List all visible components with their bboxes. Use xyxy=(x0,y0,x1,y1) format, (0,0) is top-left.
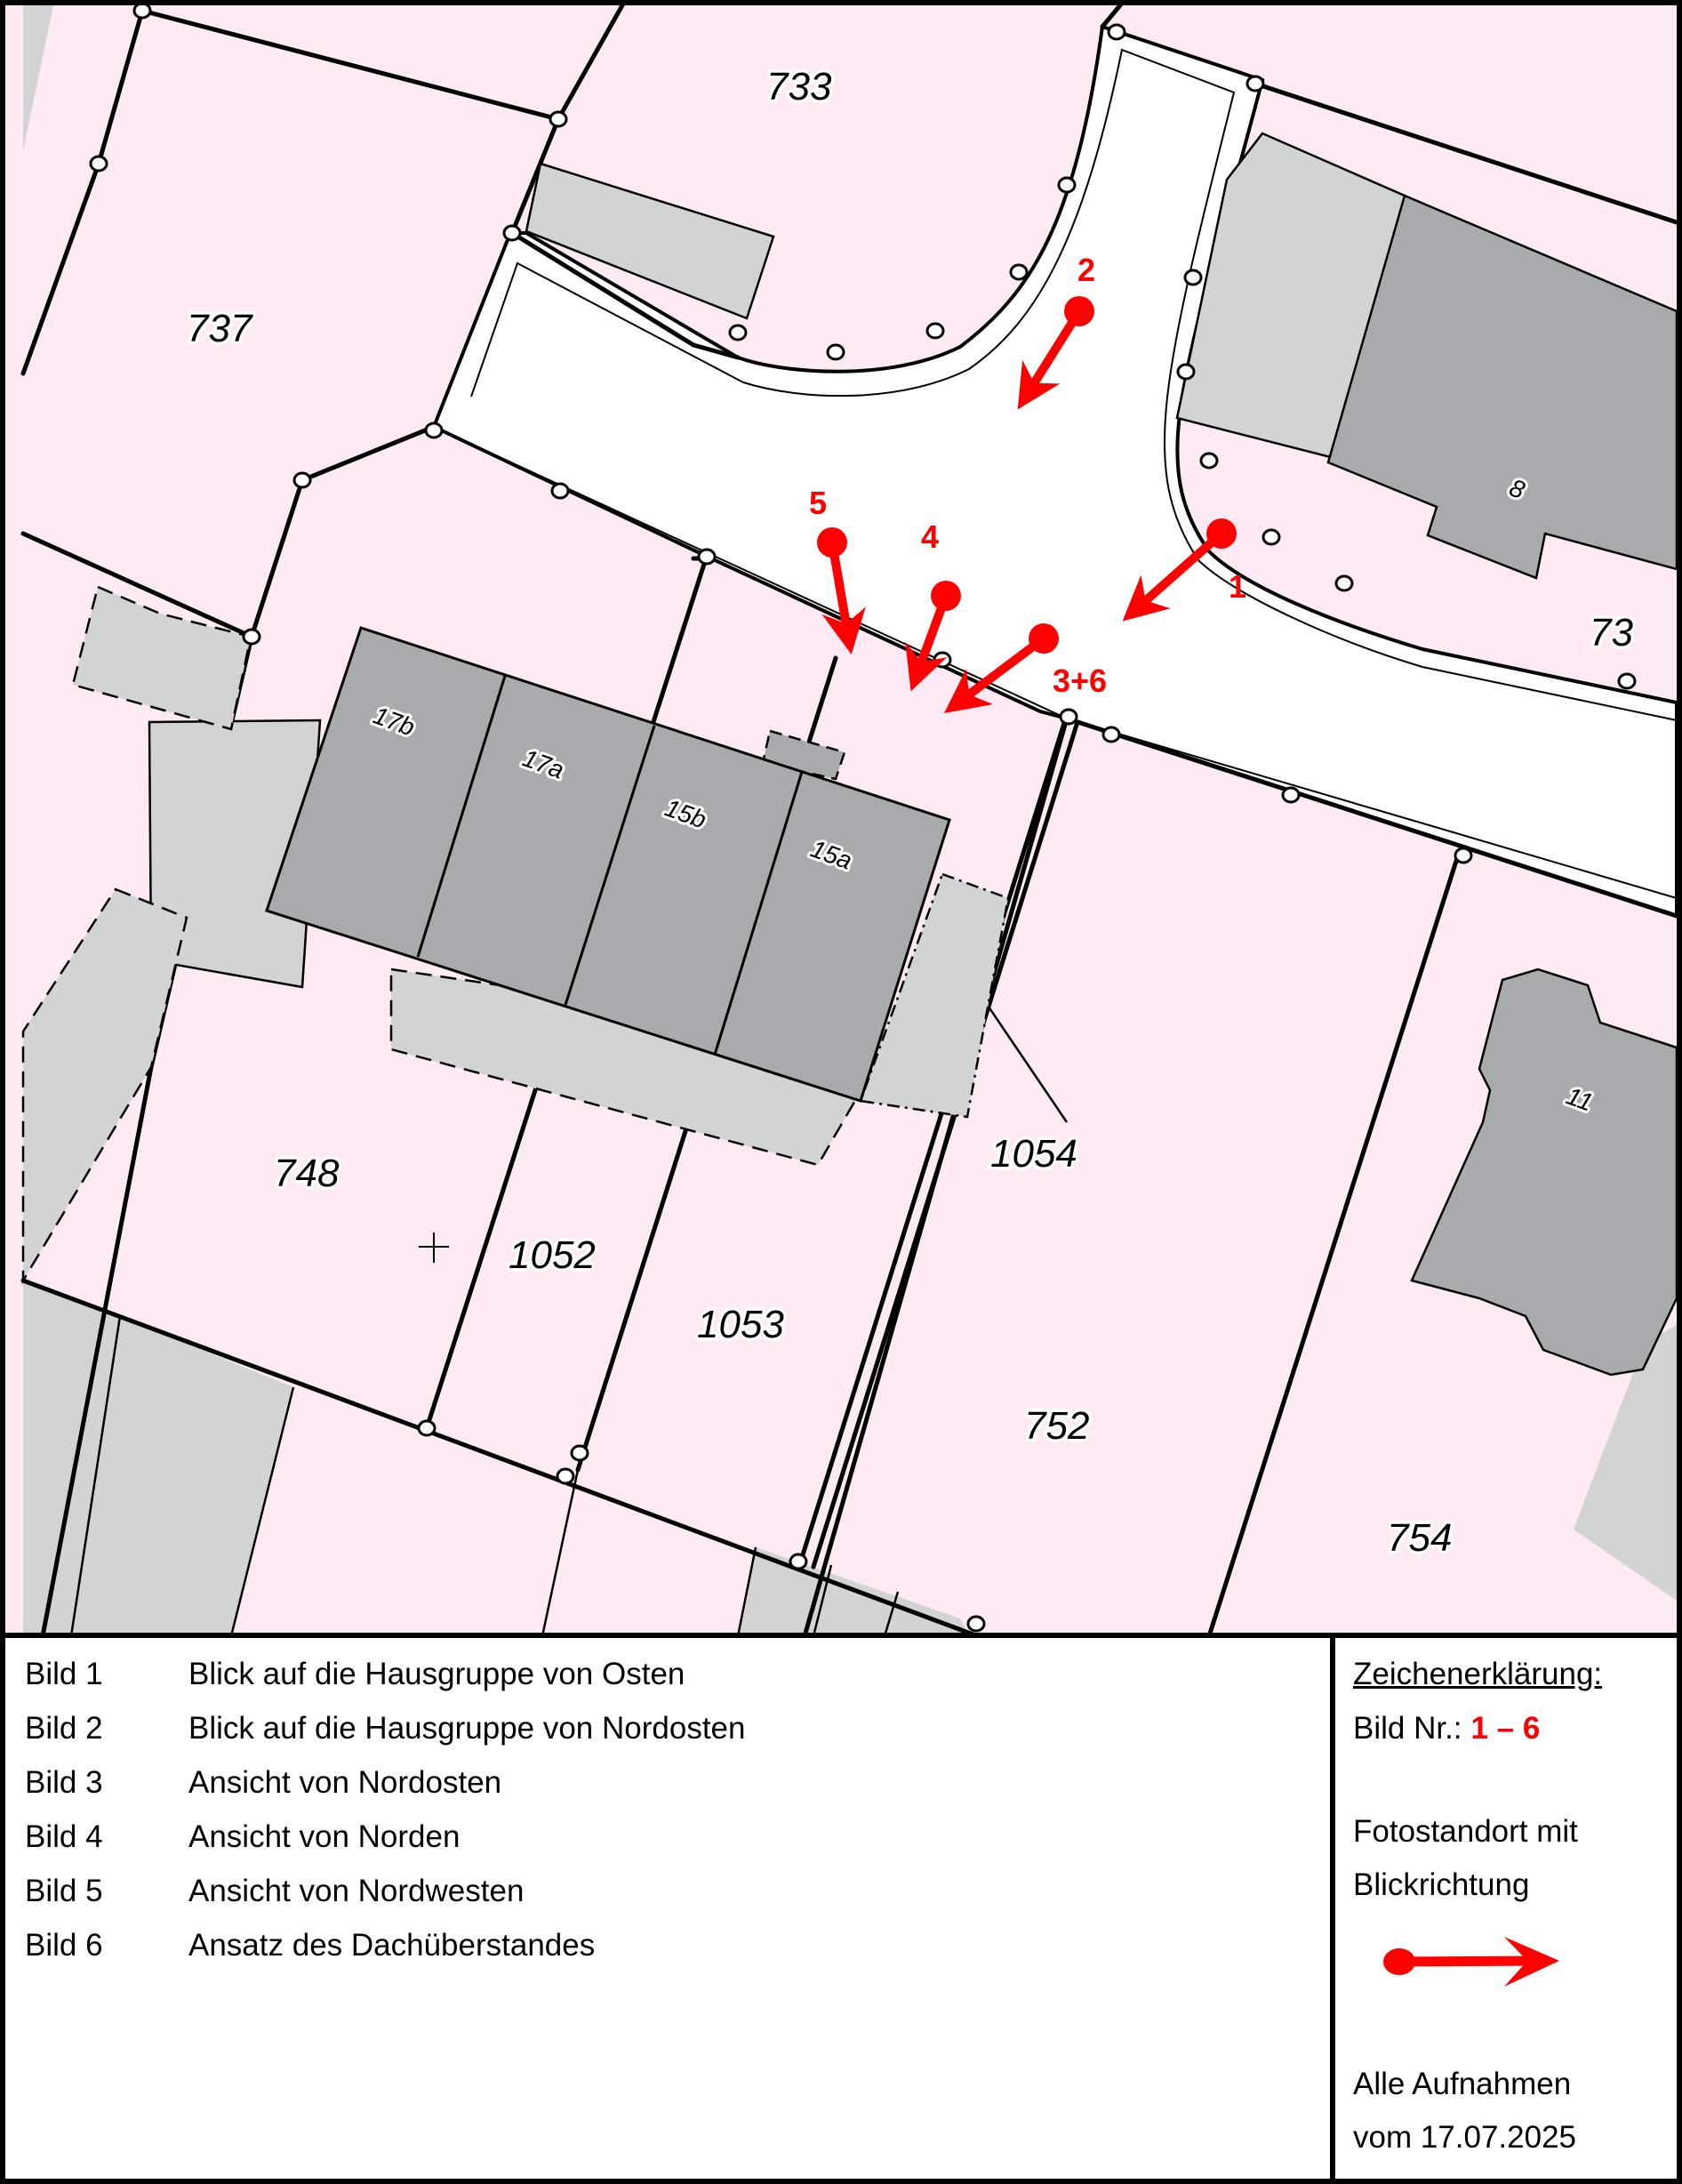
photo-label: 4 xyxy=(921,518,939,555)
legend-desc-line: Fotostandort mit xyxy=(1353,1814,1578,1849)
caption-text: Ansicht von Nordosten xyxy=(188,1764,502,1800)
caption-number: Bild 5 xyxy=(25,1873,103,1908)
map-legend: Zeichenerklärung: Bild Nr.: 1 – 6 Fotost… xyxy=(1353,1647,1673,2156)
parcel-number: 737 xyxy=(187,307,253,350)
photo-label: 5 xyxy=(809,485,827,521)
parcel-number: 733 xyxy=(766,65,832,108)
caption-text: Blick auf die Hausgruppe von Osten xyxy=(188,1656,685,1691)
photo-label: 2 xyxy=(1077,252,1095,288)
legend-bild-nr-range: 1 – 6 xyxy=(1470,1710,1541,1746)
legend-desc-line: Blickrichtung xyxy=(1353,1867,1530,1902)
caption-number: Bild 6 xyxy=(25,1927,103,1963)
photo-caption-list: Bild 1 Blick auf die Hausgruppe von Oste… xyxy=(25,1647,1305,1972)
photo-label: 1 xyxy=(1229,568,1246,605)
caption-row: Bild 6 Ansatz des Dachüberstandes xyxy=(25,1918,1305,1972)
caption-number: Bild 2 xyxy=(25,1710,103,1746)
caption-text: Ansicht von Norden xyxy=(188,1819,461,1854)
caption-row: Bild 4 Ansicht von Norden xyxy=(25,1810,1305,1864)
parcel-number: 73 xyxy=(1590,611,1633,654)
caption-text: Blick auf die Hausgruppe von Nordosten xyxy=(188,1710,746,1746)
photo-location-arrow-icon xyxy=(1353,1921,1673,2019)
legend-bild-nr-label: Bild Nr.: xyxy=(1353,1710,1462,1746)
parcel-number: 1054 xyxy=(990,1132,1077,1176)
legend-footer-line: Alle Aufnahmen xyxy=(1353,2067,1572,2101)
legend-title: Zeichenerklärung: xyxy=(1353,1656,1603,1691)
photo-marker-4 xyxy=(905,581,961,692)
parcel-number: 1053 xyxy=(697,1303,784,1346)
caption-row: Bild 2 Blick auf die Hausgruppe von Nord… xyxy=(25,1701,1305,1755)
caption-number: Bild 1 xyxy=(25,1656,103,1691)
divider-vertical xyxy=(1330,1636,1335,2184)
caption-row: Bild 1 Blick auf die Hausgruppe von Oste… xyxy=(25,1647,1305,1701)
legend-footer-date: vom 17.07.2025 xyxy=(1353,2120,1577,2155)
caption-text: Ansatz des Dachüberstandes xyxy=(188,1927,596,1963)
photo-marker-5 xyxy=(817,527,866,654)
parcel-number: 752 xyxy=(1024,1404,1089,1448)
photo-marker-3-6 xyxy=(944,623,1059,713)
legend-symbol-description: Fotostandort mit Blickrichtung xyxy=(1353,1805,1673,1912)
legend-bild-nr: Bild Nr.: 1 – 6 xyxy=(1353,1701,1673,1755)
parcel-number: 1052 xyxy=(509,1233,596,1277)
photo-marker-2 xyxy=(1017,296,1094,410)
caption-number: Bild 4 xyxy=(25,1819,103,1854)
photo-marker-1 xyxy=(1122,518,1237,622)
cadastral-map: 733 737 748 1052 1053 1054 752 754 73 17… xyxy=(5,5,1677,1636)
caption-text: Ansicht von Nordwesten xyxy=(188,1873,525,1908)
parcel-number: 754 xyxy=(1387,1516,1452,1560)
photo-markers xyxy=(817,296,1237,713)
parcel-number: 748 xyxy=(274,1152,340,1195)
caption-row: Bild 5 Ansicht von Nordwesten xyxy=(25,1864,1305,1918)
caption-row: Bild 3 Ansicht von Nordosten xyxy=(25,1755,1305,1810)
photo-label: 3+6 xyxy=(1053,662,1107,699)
divider-horizontal xyxy=(0,1633,1682,1638)
legend-footer: Alle Aufnahmen vom 17.07.2025 xyxy=(1353,2058,1576,2164)
caption-number: Bild 3 xyxy=(25,1764,103,1800)
